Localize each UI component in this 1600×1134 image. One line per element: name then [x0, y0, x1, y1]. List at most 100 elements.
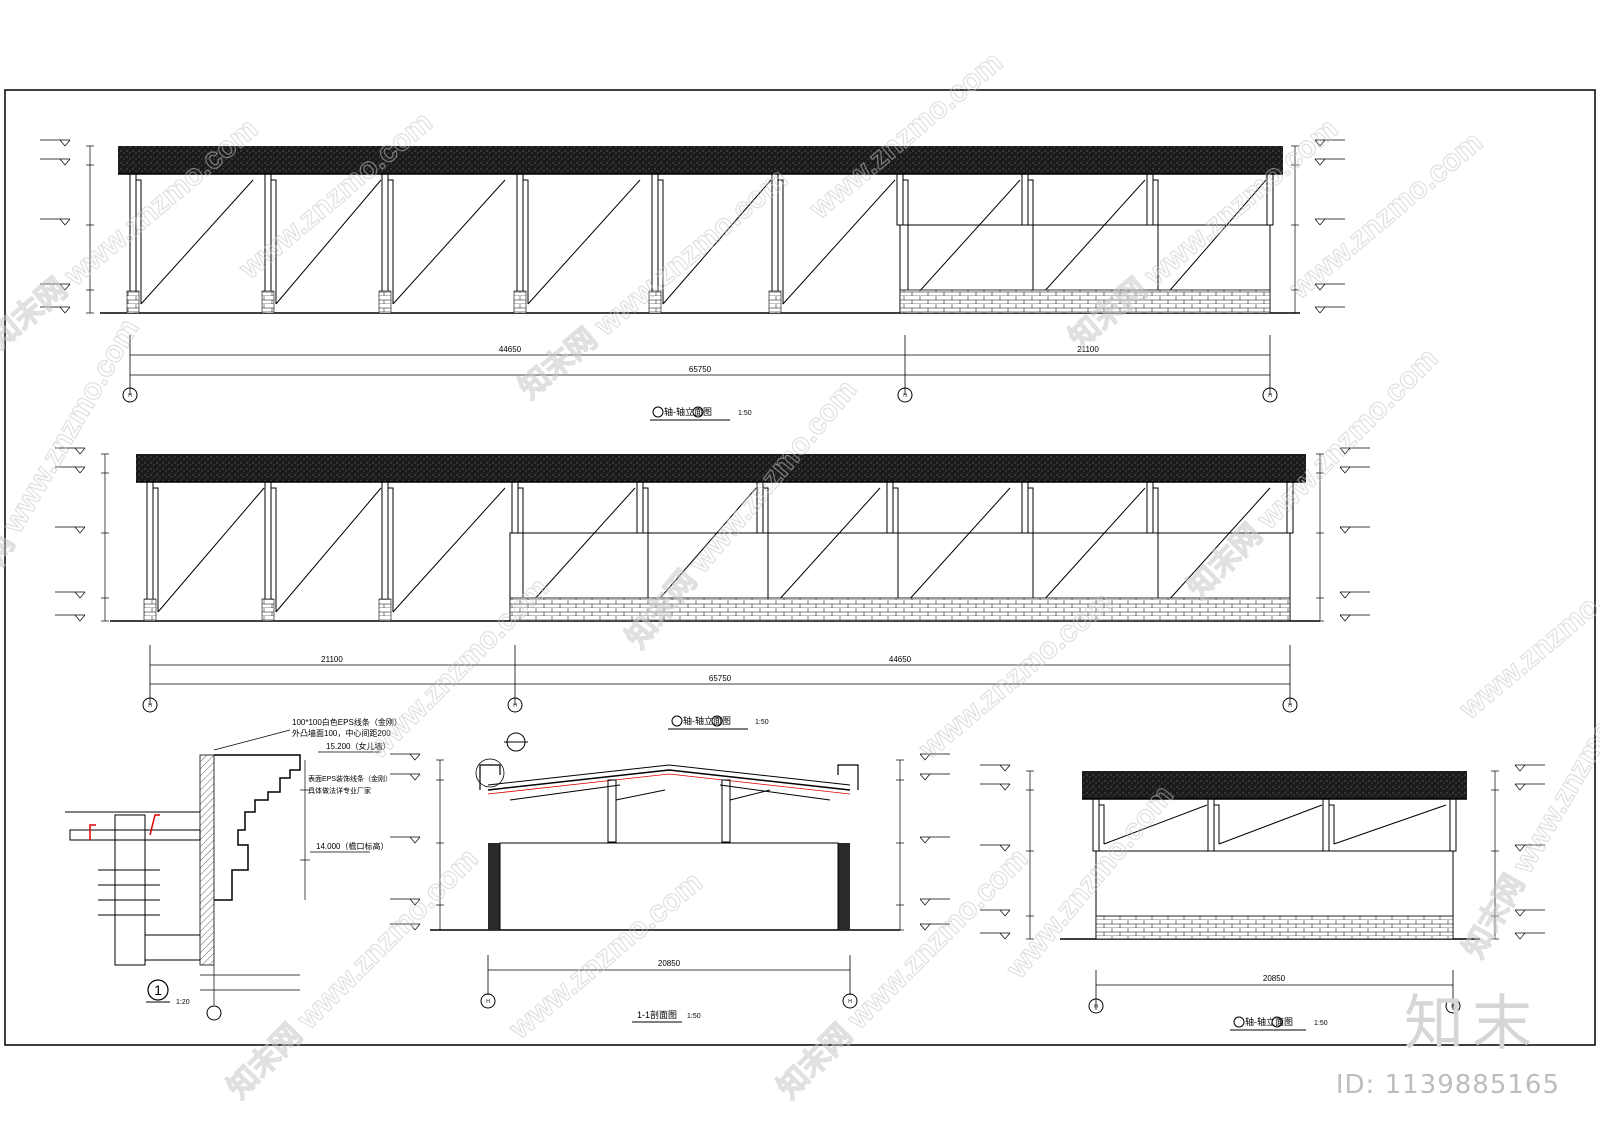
scale-elev-top: 1:50	[738, 410, 752, 417]
column	[896, 173, 904, 226]
brace-line	[1032, 487, 1146, 613]
level-symbol	[919, 923, 931, 931]
svg-text:H: H	[148, 703, 152, 709]
level-symbol	[409, 753, 421, 761]
knee-brace	[523, 179, 529, 304]
level-symbol	[409, 898, 421, 906]
level-symbol	[1314, 139, 1326, 147]
level-symbol	[74, 466, 86, 474]
level-symbol	[1339, 447, 1351, 455]
brace-line	[1218, 804, 1323, 845]
knee-brace	[1099, 804, 1105, 844]
knee-brace	[271, 487, 277, 612]
dim-top-65750: 65750	[689, 365, 712, 374]
watermark-text: 知末网 www.znzmo.com	[222, 842, 485, 1105]
knee-brace	[778, 179, 784, 304]
knee-brace	[643, 487, 649, 612]
title-section: 1-1剖面图	[637, 1009, 677, 1020]
level-symbol	[1339, 466, 1351, 474]
level-symbol	[409, 836, 421, 844]
level-symbol	[74, 526, 86, 534]
svg-text:H: H	[1288, 703, 1292, 709]
svg-text:H: H	[1094, 1004, 1098, 1010]
detail-note-1: 100*100白色EPS线条（金刚）	[292, 717, 402, 727]
detail-note-3: 15.200（女儿墙）	[326, 741, 390, 751]
watermark-text: 知末网 www.znzmo.com	[513, 162, 794, 405]
knee-brace	[1329, 804, 1335, 844]
brace-line	[275, 179, 382, 305]
scale-elev-mid: 1:50	[755, 719, 769, 726]
brace-line	[767, 487, 881, 613]
level-symbol	[1339, 526, 1351, 534]
level-symbol	[999, 783, 1011, 791]
knee-brace	[763, 487, 769, 612]
level-symbol	[74, 591, 86, 599]
level-symbol	[1514, 764, 1526, 772]
column	[886, 481, 894, 534]
level-symbol	[59, 158, 71, 166]
detail-label: 1	[154, 982, 162, 998]
level-symbol	[1514, 932, 1526, 940]
svg-text:H: H	[486, 999, 490, 1005]
level-symbol	[999, 909, 1011, 917]
brace-line	[1103, 804, 1208, 845]
column	[1449, 798, 1457, 852]
level-symbol	[919, 898, 931, 906]
column	[1322, 798, 1330, 852]
knee-brace	[136, 179, 142, 304]
dim-top-44650: 44650	[499, 345, 522, 354]
level-symbol	[59, 139, 71, 147]
level-symbol	[1339, 614, 1351, 622]
elevation-top: 44650 21100 65750 H H H 轴-轴立面图 1:50	[40, 139, 1345, 421]
brace-line	[897, 487, 1011, 613]
level-symbol	[919, 773, 931, 781]
level-symbol	[1339, 591, 1351, 599]
knee-brace	[388, 179, 394, 304]
column	[511, 481, 519, 534]
level-symbol	[409, 923, 421, 931]
detail-scale: 1:20	[176, 999, 190, 1006]
column	[1146, 481, 1154, 534]
level-symbol	[74, 447, 86, 455]
detail-parapet: 100*100白色EPS线条（金刚） 外凸墙面100，中心间距200 15.20…	[65, 717, 402, 1021]
level-symbol	[1314, 283, 1326, 291]
knee-brace	[1153, 179, 1159, 304]
brace-line	[1157, 487, 1271, 613]
svg-text:H: H	[513, 703, 517, 709]
section-1-1: 20850 H H 1-1剖面图 1:50	[390, 732, 950, 1023]
brace-line	[392, 487, 506, 613]
column	[1146, 173, 1154, 226]
level-symbol	[919, 753, 931, 761]
watermark-text: www.znzmo.com	[803, 45, 1009, 226]
level-symbol	[999, 932, 1011, 940]
knee-brace	[518, 487, 524, 612]
knee-brace	[1028, 179, 1034, 304]
level-symbol	[59, 283, 71, 291]
dim-top-21100: 21100	[1077, 345, 1099, 354]
brace-line	[1032, 179, 1146, 305]
column	[1021, 481, 1029, 534]
knee-brace	[1028, 487, 1034, 612]
level-symbol	[1514, 844, 1526, 852]
level-symbol	[1514, 783, 1526, 791]
level-symbol	[1314, 158, 1326, 166]
level-symbol	[59, 218, 71, 226]
watermark-text: www.znzmo.com	[503, 865, 709, 1046]
dim-mid-65750: 65750	[709, 674, 732, 683]
knee-brace	[893, 487, 899, 612]
knee-brace	[388, 487, 394, 612]
brace-line	[275, 487, 382, 613]
brace-line	[647, 487, 757, 613]
brace-line	[662, 179, 772, 305]
level-symbol	[74, 614, 86, 622]
brace-line	[782, 179, 896, 305]
knee-brace	[1214, 804, 1220, 844]
column-base	[261, 290, 275, 314]
scale-elev-side: 1:50	[1314, 1020, 1328, 1027]
brand-logo: 知末	[1404, 989, 1540, 1059]
knee-brace	[1153, 487, 1159, 612]
level-symbol	[919, 836, 931, 844]
watermark-text: 知末网 www.znzmo.com	[772, 842, 1035, 1105]
watermark-text: www.znzmo.com	[999, 779, 1180, 985]
